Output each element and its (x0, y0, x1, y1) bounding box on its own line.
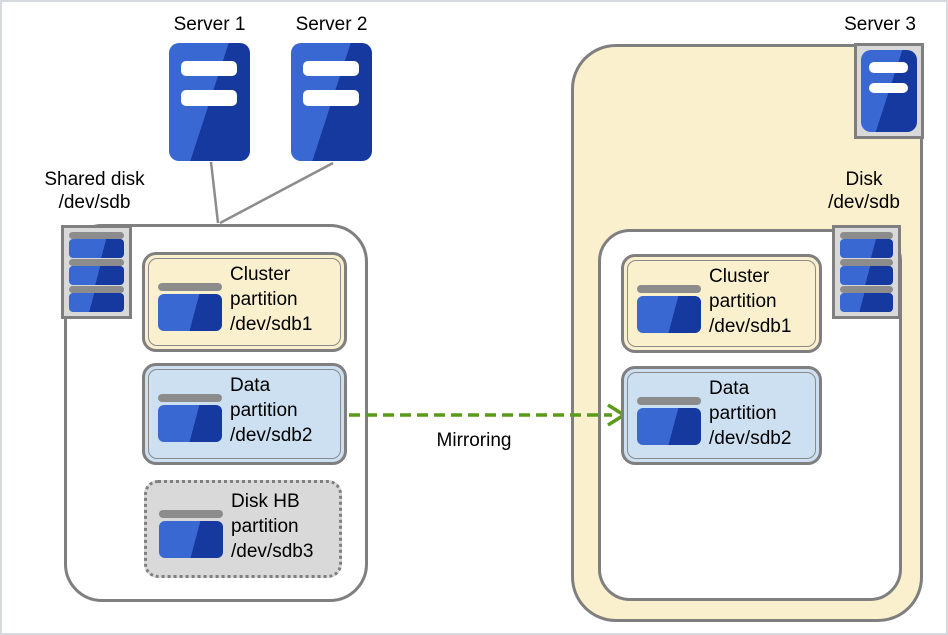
diskhb-partition-box: Disk HB partition /dev/sdb3 (144, 480, 342, 578)
server1-icon (169, 43, 250, 161)
server2-icon (291, 43, 372, 161)
server2-label: Server 2 (295, 14, 368, 35)
server3-label: Server 3 (844, 14, 916, 35)
data-partition-box-left: Data partition /dev/sdb2 (142, 363, 347, 465)
partition-label: Data partition /dev/sdb2 (230, 375, 313, 446)
right-disk-label: Disk /dev/sdb (828, 169, 900, 213)
server3-icon (861, 50, 917, 132)
shared-disk-label: Shared disk /dev/sdb (44, 169, 145, 213)
cluster-partition-box-right: Cluster partition /dev/sdb1 (621, 254, 822, 353)
server1-connector-line (209, 161, 220, 224)
partition-icon (158, 394, 222, 442)
partition-icon (637, 285, 701, 333)
cluster-partition-box-left: Cluster partition /dev/sdb1 (142, 252, 347, 352)
server1-label: Server 1 (173, 14, 246, 35)
partition-label: Cluster partition /dev/sdb1 (709, 266, 792, 337)
partition-label: Disk HB partition /dev/sdb3 (231, 491, 314, 562)
partition-icon (158, 283, 222, 331)
mirroring-label: Mirroring (436, 430, 512, 451)
partition-label: Data partition /dev/sdb2 (709, 378, 792, 449)
server2-connector-line (219, 161, 334, 225)
partition-icon (637, 397, 701, 445)
mirror-disk-icon (832, 225, 901, 319)
partition-icon (159, 510, 223, 558)
server3-icon-frame (854, 43, 924, 139)
shared-disk-icon (61, 225, 132, 319)
partition-label: Cluster partition /dev/sdb1 (230, 264, 313, 335)
data-partition-box-right: Data partition /dev/sdb2 (621, 366, 822, 465)
